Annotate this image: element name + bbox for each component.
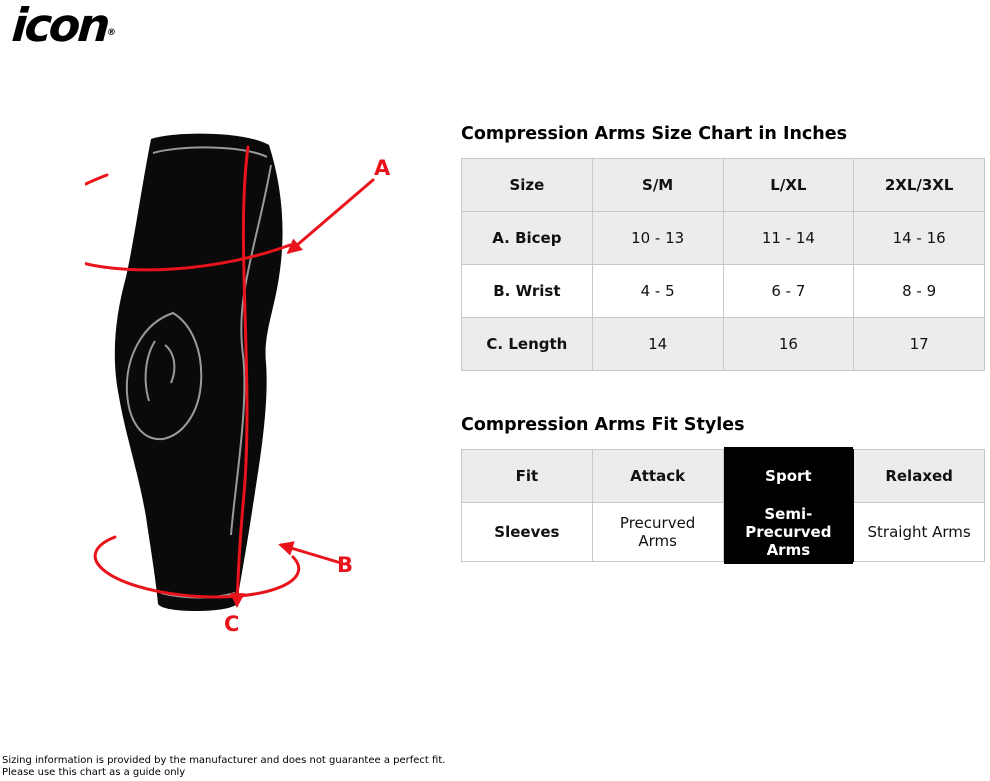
size-chart-cell: 14 [591, 317, 724, 371]
size-chart-title: Compression Arms Size Chart in Inches [461, 124, 848, 144]
size-chart-row-label: B. Wrist [461, 264, 593, 318]
size-chart-table: Size S/M L/XL 2XL/3XL A. Bicep 10 - 13 1… [461, 158, 985, 371]
arm-sleeve-illustration [38, 133, 375, 612]
fit-styles-row-label: Sleeves [461, 502, 593, 562]
footer-line-1: Sizing information is provided by the ma… [2, 755, 446, 766]
size-chart-cell: 16 [722, 317, 855, 371]
size-chart-header-cell: 2XL/3XL [853, 158, 985, 212]
registered-trademark: ® [106, 28, 117, 38]
table-row: C. Length 14 16 17 [461, 317, 985, 371]
size-chart-header-cell: L/XL [722, 158, 855, 212]
size-chart-row-label: C. Length [461, 317, 593, 371]
fit-styles-table: Fit Attack Sport Relaxed Sleeves Precurv… [461, 447, 985, 565]
size-chart-cell: 10 - 13 [591, 211, 724, 265]
length-measure-line [229, 145, 250, 608]
size-chart-cell: 8 - 9 [853, 264, 985, 318]
measurement-label-b: B [337, 553, 354, 577]
brand-logo-text: icon [10, 0, 110, 52]
arm-measurement-diagram [38, 105, 415, 650]
table-row: B. Wrist 4 - 5 6 - 7 8 - 9 [461, 264, 985, 318]
fit-styles-header-cell: Attack [591, 449, 724, 503]
size-chart-cell: 11 - 14 [722, 211, 855, 265]
fit-styles-header-cell-sport: Sport [722, 447, 855, 506]
sleeve-silhouette [114, 133, 283, 612]
arrow-a [286, 178, 375, 254]
arrow-b [278, 541, 343, 565]
fit-styles-cell-sport: Semi-Precurved Arms [722, 500, 855, 565]
table-row: A. Bicep 10 - 13 11 - 14 14 - 16 [461, 211, 985, 265]
size-chart-header-cell: S/M [591, 158, 724, 212]
fit-styles-title: Compression Arms Fit Styles [461, 415, 745, 435]
fit-styles-header-row: Fit Attack Sport Relaxed [461, 447, 985, 506]
brand-logo: icon® [10, 0, 118, 52]
fit-styles-header-cell: Relaxed [853, 449, 985, 503]
size-chart-header-row: Size S/M L/XL 2XL/3XL [461, 158, 985, 212]
charts-panel: Compression Arms Size Chart in Inches Si… [461, 124, 985, 565]
footer-line-2: Please use this chart as a guide only [2, 767, 186, 778]
footer-note: Sizing information is provided by the ma… [2, 755, 445, 779]
measurement-label-c: C [224, 612, 240, 636]
size-chart-header-cell: Size [461, 158, 593, 212]
fit-styles-header-cell: Fit [461, 449, 593, 503]
table-row: Sleeves Precurved Arms Semi-Precurved Ar… [461, 500, 985, 565]
wrist-measure-loop [93, 535, 301, 599]
size-chart-cell: 6 - 7 [722, 264, 855, 318]
size-chart-cell: 14 - 16 [853, 211, 985, 265]
size-chart-row-label: A. Bicep [461, 211, 593, 265]
size-chart-cell: 17 [853, 317, 985, 371]
fit-styles-cell: Precurved Arms [591, 502, 724, 562]
size-chart-cell: 4 - 5 [591, 264, 724, 318]
measurement-label-a: A [374, 156, 391, 180]
fit-styles-cell: Straight Arms [853, 502, 985, 562]
